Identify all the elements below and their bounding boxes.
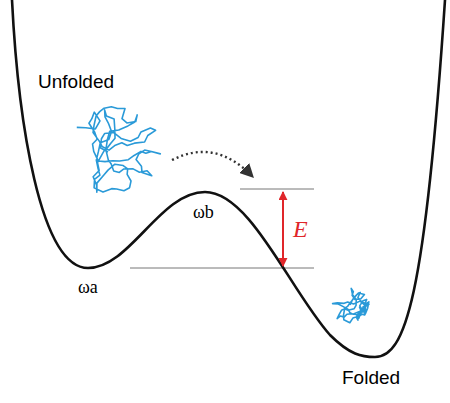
protein-chain (333, 288, 369, 322)
level-line (240, 189, 314, 190)
state-label: Folded (342, 368, 400, 389)
level-line (130, 268, 314, 269)
energy-curve (12, 0, 445, 357)
protein-chain (77, 107, 161, 193)
energy-label: E (293, 216, 308, 242)
energy-arrow (282, 192, 284, 266)
frequency-label: ωa (78, 278, 98, 298)
frequency-label: ωb (193, 203, 214, 223)
state-label: Unfolded (38, 72, 114, 93)
transition-arrow (172, 152, 252, 176)
protein-chains (77, 107, 369, 323)
